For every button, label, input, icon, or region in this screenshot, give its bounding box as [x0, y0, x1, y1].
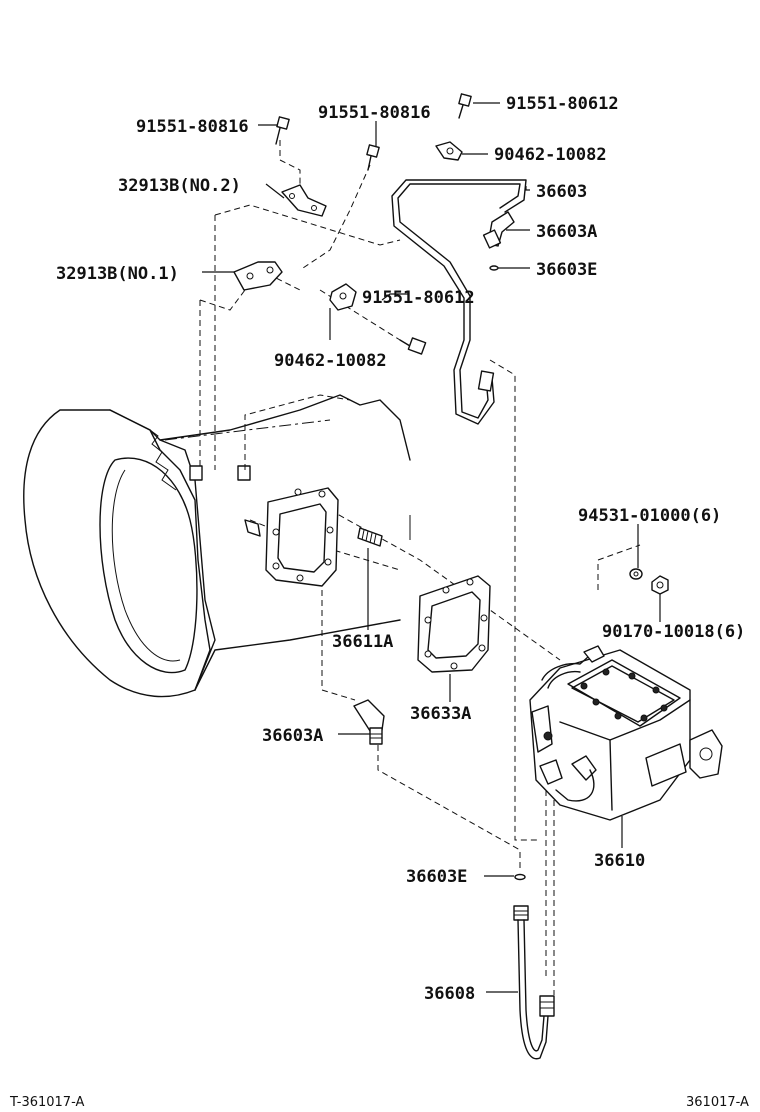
label-union-upper: 36603A — [536, 222, 597, 242]
label-clamp-lower: 90462-10082 — [274, 351, 387, 371]
footer-left-code: T-361017-A — [9, 1095, 84, 1110]
housing-gasket — [265, 487, 339, 587]
bolt-lower — [399, 337, 427, 355]
tube-assembly — [391, 179, 527, 425]
hose — [513, 905, 555, 1060]
gasket-upper — [489, 265, 499, 271]
clamp-lower — [329, 283, 357, 311]
label-washer: 94531-01000(6) — [578, 506, 721, 526]
clamp-top — [435, 141, 463, 161]
gasket-lower — [514, 873, 526, 881]
label-bracket-no1: 32913B(NO.1) — [56, 264, 179, 284]
bracket-no2 — [281, 184, 327, 217]
washer-nut — [629, 568, 669, 595]
label-bolt-lower: 91551-80612 — [362, 288, 475, 308]
footer-right-code: 361017-A — [686, 1095, 749, 1110]
stud — [357, 527, 383, 547]
pto-assembly — [529, 645, 723, 821]
pto-gasket — [417, 575, 491, 673]
label-union-lower: 36603A — [262, 726, 323, 746]
bolt-mid — [366, 144, 380, 171]
label-hose: 36608 — [424, 984, 475, 1004]
leader-lines — [202, 102, 661, 993]
assembly-lines — [199, 140, 641, 995]
label-bracket-no2: 32913B(NO.2) — [118, 176, 241, 196]
label-clamp-top: 90462-10082 — [494, 145, 607, 165]
label-pto-assy: 36610 — [594, 851, 645, 871]
bolt-left — [275, 116, 290, 145]
label-tube-main: 36603 — [536, 182, 587, 202]
label-nut: 90170-10018(6) — [602, 622, 745, 642]
bracket-no1 — [233, 261, 283, 291]
label-bolt-mid: 91551-80816 — [318, 103, 431, 123]
bolt-top — [458, 93, 472, 119]
label-gasket-lower: 36603E — [406, 867, 467, 887]
label-gasket-upper: 36603E — [536, 260, 597, 280]
union-upper — [482, 211, 515, 249]
label-bolt-left: 91551-80816 — [136, 117, 249, 137]
union-lower — [353, 699, 385, 745]
label-bolt-top: 91551-80612 — [506, 94, 619, 114]
label-stud: 36611A — [332, 632, 393, 652]
label-gasket-pto: 36633A — [410, 704, 471, 724]
